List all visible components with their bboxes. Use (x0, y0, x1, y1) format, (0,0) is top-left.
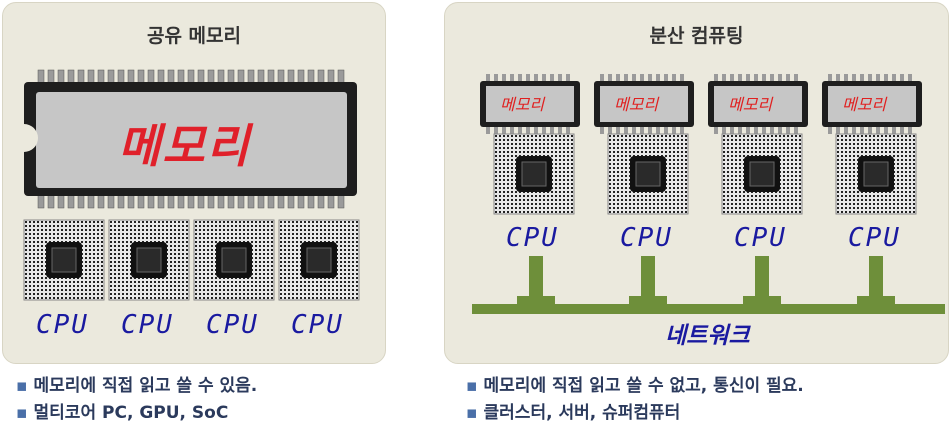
network-bus (472, 256, 945, 314)
cpu-chip (23, 219, 105, 301)
node-cpu-label: CPU (848, 223, 901, 253)
shared-memory-title: 공유 메모리 (146, 25, 241, 47)
cpu-chip (193, 219, 275, 301)
node-memory-label: 메모리 (842, 95, 887, 114)
cpu-chip (278, 219, 360, 301)
node-memory-chip (594, 74, 694, 134)
shared-cpu-chips (23, 219, 360, 301)
shared-cpu-label: CPU (291, 310, 344, 340)
node-memory-label: 메모리 (728, 95, 773, 114)
node-memory-label: 메모리 (500, 95, 545, 114)
node-cpu-chip (493, 133, 575, 215)
network-label: 네트워크 (665, 323, 750, 349)
node-memory-chip (822, 74, 922, 134)
distributed-notes: 메모리에 직접 읽고 쓸 수 없고, 통신이 필요. 클러스터, 서버, 슈퍼컴… (466, 373, 804, 427)
node-cpu-label: CPU (620, 223, 673, 253)
note-item: 메모리에 직접 읽고 쓸 수 없고, 통신이 필요. (466, 373, 804, 400)
note-item: 메모리에 직접 읽고 쓸 수 있음. (16, 373, 258, 400)
node-memory-chip (708, 74, 808, 134)
shared-memory-notes: 메모리에 직접 읽고 쓸 수 있음. 멀티코어 PC, GPU, SoC (16, 373, 258, 427)
shared-memory-chip (24, 69, 357, 209)
shared-cpu-label: CPU (121, 310, 174, 340)
node-memory-label: 메모리 (614, 95, 659, 114)
node-cpu-chip (607, 133, 689, 215)
cpu-chip (108, 219, 190, 301)
node-memory-chip (480, 74, 580, 134)
shared-memory-label: 메모리 (118, 119, 251, 173)
shared-cpu-label: CPU (36, 310, 89, 340)
node-cpu-label: CPU (506, 223, 559, 253)
node-cpu-chip (721, 133, 803, 215)
distributed-nodes (480, 74, 922, 215)
node-cpu-chip (835, 133, 917, 215)
node-cpu-label: CPU (734, 223, 787, 253)
note-item: 클러스터, 서버, 슈퍼컴퓨터 (466, 400, 804, 427)
note-item: 멀티코어 PC, GPU, SoC (16, 400, 257, 427)
shared-cpu-label: CPU (206, 310, 259, 340)
distributed-computing-title: 분산 컴퓨팅 (649, 25, 744, 47)
